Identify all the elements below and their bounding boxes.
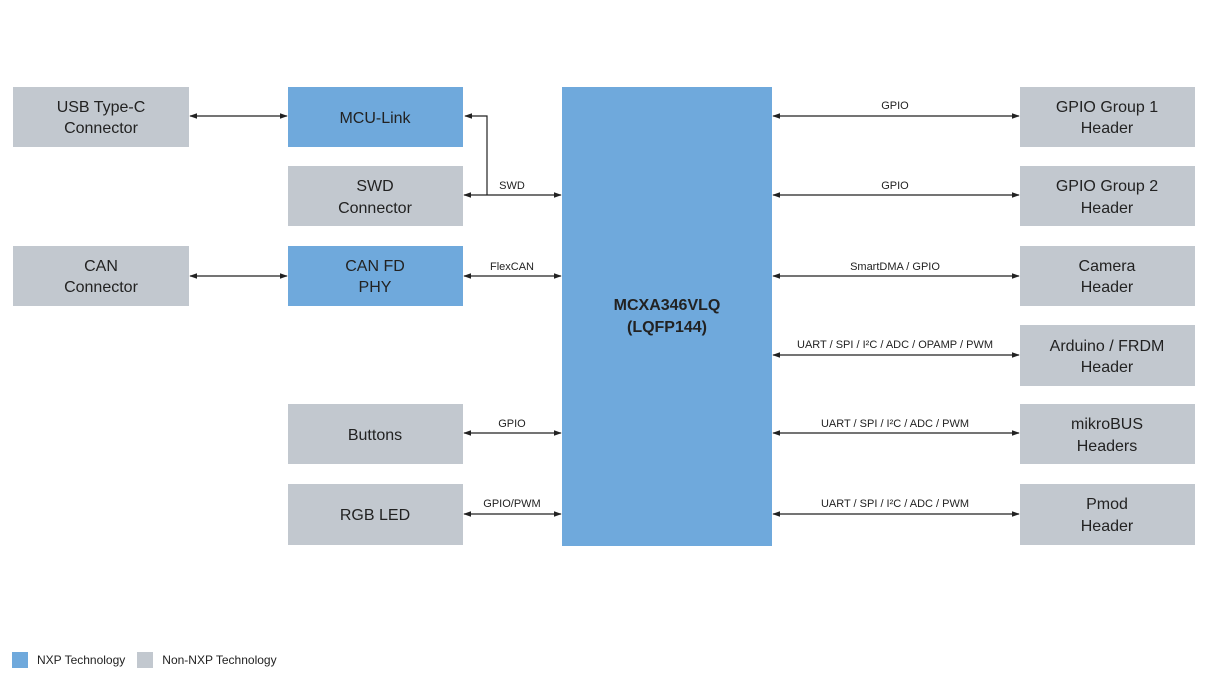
bus-label-mikro: UART / SPI / I²C / ADC / PWM (821, 418, 969, 430)
swd-mculink-branch (464, 113, 488, 195)
block-mikrobus-headers: mikroBUS Headers (1020, 404, 1195, 464)
block-line: USB Type-C (57, 99, 146, 116)
bus-labels: SWD FlexCAN GPIO GPIO/PWM GPIO GPIO Smar… (483, 100, 993, 510)
block-line: Camera (1079, 258, 1136, 275)
block-line: mikroBUS (1071, 416, 1143, 433)
block-swd-connector: SWD Connector (288, 166, 463, 226)
legend: NXP Technology Non-NXP Technology (12, 652, 289, 668)
block-mcu-link: MCU-Link (288, 87, 463, 147)
block-line: GPIO Group 1 (1056, 99, 1158, 116)
block-line: Connector (338, 200, 412, 217)
legend-swatch-nxp (12, 652, 28, 668)
block-can-connector: CAN Connector (13, 246, 189, 306)
block-line: Headers (1077, 438, 1137, 455)
bus-label-gpio2: GPIO (881, 180, 909, 192)
block-line: Pmod (1086, 496, 1128, 513)
block-line: MCU-Link (339, 110, 411, 127)
bus-label-buttons: GPIO (498, 418, 526, 430)
bus-label-arduino: UART / SPI / I²C / ADC / OPAMP / PWM (797, 339, 993, 351)
block-rgb-led: RGB LED (288, 484, 463, 545)
block-line: Connector (64, 279, 138, 296)
block-line: RGB LED (340, 507, 410, 524)
bus-label-pmod: UART / SPI / I²C / ADC / PWM (821, 498, 969, 510)
block-usb-type-c-connector: USB Type-C Connector (13, 87, 189, 147)
bus-label-flexcan: FlexCAN (490, 261, 534, 273)
legend-label-non-nxp: Non-NXP Technology (162, 653, 277, 667)
bus-label-gpio1: GPIO (881, 100, 909, 112)
bus-label-camera: SmartDMA / GPIO (850, 261, 940, 273)
block-buttons: Buttons (288, 404, 463, 464)
legend-label-nxp: NXP Technology (37, 653, 126, 667)
block-line: CAN FD (345, 258, 405, 275)
block-line: PHY (359, 279, 392, 296)
block-line: Buttons (348, 427, 402, 444)
block-can-fd-phy: CAN FD PHY (288, 246, 463, 306)
bus-label-rgb: GPIO/PWM (483, 498, 540, 510)
block-line: Header (1081, 200, 1134, 217)
block-line: GPIO Group 2 (1056, 178, 1158, 195)
block-line: Header (1081, 518, 1134, 535)
block-line: Connector (64, 120, 138, 137)
legend-swatch-non-nxp (137, 652, 154, 668)
block-pmod-header: Pmod Header (1020, 484, 1195, 545)
connections (189, 113, 1020, 517)
block-line: Arduino / FRDM (1050, 338, 1165, 355)
block-camera-header: Camera Header (1020, 246, 1195, 306)
mcu-chip: MCXA346VLQ (LQFP144) (562, 87, 772, 546)
block-line: SWD (356, 178, 393, 195)
block-line: Header (1081, 279, 1134, 296)
block-line: CAN (84, 258, 118, 275)
bus-label-swd: SWD (499, 180, 525, 192)
block-gpio-group-2-header: GPIO Group 2 Header (1020, 166, 1195, 226)
block-line: Header (1081, 120, 1134, 137)
block-line: Header (1081, 359, 1134, 376)
block-arduino-frdm-header: Arduino / FRDM Header (1020, 325, 1195, 386)
block-gpio-group-1-header: GPIO Group 1 Header (1020, 87, 1195, 147)
chip-part-number: MCXA346VLQ (614, 297, 721, 314)
chip-package: (LQFP144) (627, 319, 707, 336)
